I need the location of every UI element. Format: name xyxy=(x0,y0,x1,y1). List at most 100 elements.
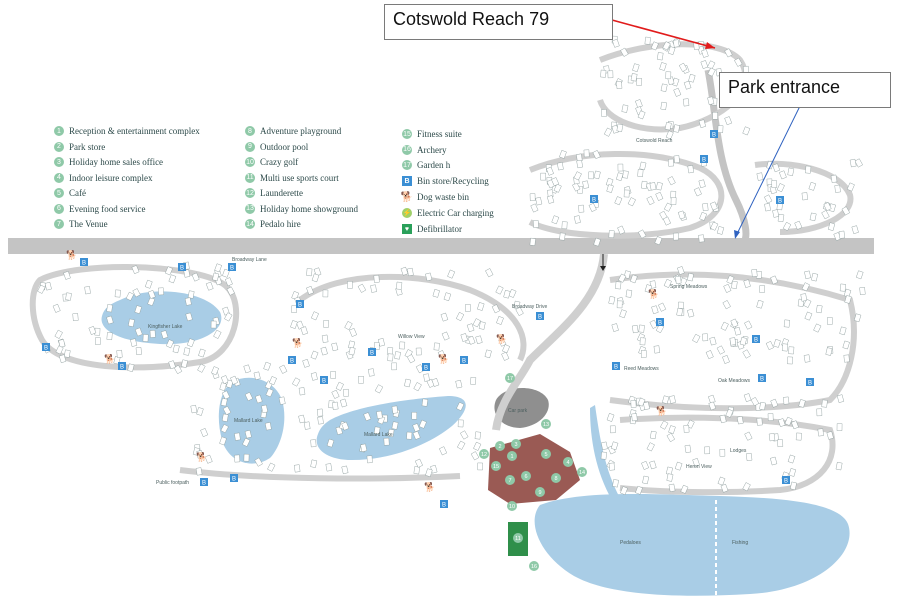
caravan-plot xyxy=(185,312,193,322)
caravan-plot xyxy=(683,424,690,433)
dog-icon: 🐕 xyxy=(292,337,303,348)
caravan-plot xyxy=(144,279,153,289)
facility-number-badge: 11 xyxy=(245,172,255,183)
caravan-plot xyxy=(630,274,638,284)
caravan-plot xyxy=(473,441,482,451)
facility-number-badge: 13 xyxy=(245,203,255,214)
caravan-plot xyxy=(132,288,141,298)
lodges-road xyxy=(619,414,836,496)
bin-marker: B xyxy=(612,362,620,371)
svg-text:B: B xyxy=(230,266,234,272)
caravan-plot xyxy=(219,382,227,391)
caravan-plot xyxy=(278,396,286,405)
caravan-plot xyxy=(772,209,780,218)
svg-text:B: B xyxy=(760,377,764,383)
caravan-plot xyxy=(843,354,850,363)
caravan-plot xyxy=(826,431,834,440)
caravan-plot xyxy=(659,62,667,71)
caravan-plot xyxy=(722,300,731,310)
legend-item-label: Café xyxy=(69,188,86,198)
caravan-plot xyxy=(573,215,581,224)
label-oak-meadows: Oak Meadows xyxy=(718,378,750,384)
caravan-plot xyxy=(662,395,670,405)
caravan-plot xyxy=(630,73,638,82)
caravan-plot xyxy=(617,163,624,172)
svg-text:13: 13 xyxy=(543,422,549,428)
caravan-plot xyxy=(756,417,763,426)
caravan-plot xyxy=(654,236,663,246)
caravan-plot xyxy=(606,413,615,422)
caravan-plot xyxy=(306,268,313,277)
caravan-plot xyxy=(823,202,832,212)
bin-marker: B xyxy=(228,263,236,272)
caravan-plot xyxy=(649,430,657,440)
caravan-plot xyxy=(625,289,633,298)
caravan-plot xyxy=(717,125,724,133)
caravan-plot xyxy=(674,461,683,471)
caravan-plot xyxy=(142,334,149,342)
caravan-plot xyxy=(474,431,481,440)
caravan-plot xyxy=(600,451,607,460)
bin-marker: B xyxy=(656,318,664,327)
svg-text:16: 16 xyxy=(531,564,537,570)
caravan-plot xyxy=(609,425,616,434)
caravan-plot xyxy=(224,312,233,322)
bin-marker: B xyxy=(230,474,238,483)
caravan-plot xyxy=(859,287,866,295)
label-reed-meadows: Reed Meadows xyxy=(624,366,659,372)
caravan-plot xyxy=(724,116,733,126)
caravan-plot xyxy=(716,345,725,355)
caravan-plot xyxy=(611,323,619,332)
caravan-plot xyxy=(412,423,421,433)
dog-icon: 🐕 xyxy=(104,353,115,364)
caravan-plot xyxy=(196,407,204,416)
caravan-plot xyxy=(513,300,521,310)
caravan-plot xyxy=(261,404,268,414)
caravan-plot xyxy=(708,394,716,404)
caravan-plot xyxy=(615,281,622,290)
svg-text:9: 9 xyxy=(538,490,541,496)
label-spring-meadows: Spring Meadows xyxy=(670,284,708,290)
caravan-plot xyxy=(620,47,629,57)
label-cotswold-reach: Cotswold Reach xyxy=(636,138,673,144)
mallard-lake-west xyxy=(218,377,285,464)
caravan-plot xyxy=(719,449,726,457)
caravan-plot xyxy=(720,483,729,493)
caravan-plot xyxy=(553,183,562,193)
caravan-plot xyxy=(621,104,629,113)
caravan-plot xyxy=(496,316,504,325)
caravan-plot xyxy=(677,210,686,220)
caravan-plot xyxy=(622,170,629,179)
legend-item-label: Park store xyxy=(69,141,106,152)
caravan-plot xyxy=(344,321,353,331)
caravan-plot xyxy=(423,373,430,382)
caravan-plot xyxy=(827,317,833,325)
caravan-plot xyxy=(310,459,318,468)
caravan-plot xyxy=(658,302,667,312)
caravan-plot xyxy=(641,350,647,358)
caravan-plot xyxy=(306,285,314,295)
caravan-plot xyxy=(745,452,753,461)
caravan-plot xyxy=(300,326,308,336)
caravan-plot xyxy=(467,335,476,345)
caravan-plot xyxy=(128,318,135,327)
bin-marker: B xyxy=(288,356,296,365)
caravan-plot xyxy=(559,232,566,241)
central-spine-road xyxy=(492,253,608,431)
caravan-plot xyxy=(190,404,198,414)
facility-marker: 4 xyxy=(563,457,573,467)
caravan-plot xyxy=(637,110,646,120)
caravan-plot xyxy=(406,354,416,364)
facility-marker: 16 xyxy=(529,561,539,571)
caravan-plot xyxy=(477,462,483,471)
caravan-plot xyxy=(803,298,812,308)
caravan-plot xyxy=(131,265,140,275)
facility-marker: 3 xyxy=(511,439,521,449)
caravan-plot xyxy=(360,443,368,452)
caravan-plot xyxy=(391,362,397,371)
caravan-plot xyxy=(330,371,336,379)
caravan-plot xyxy=(710,221,719,231)
